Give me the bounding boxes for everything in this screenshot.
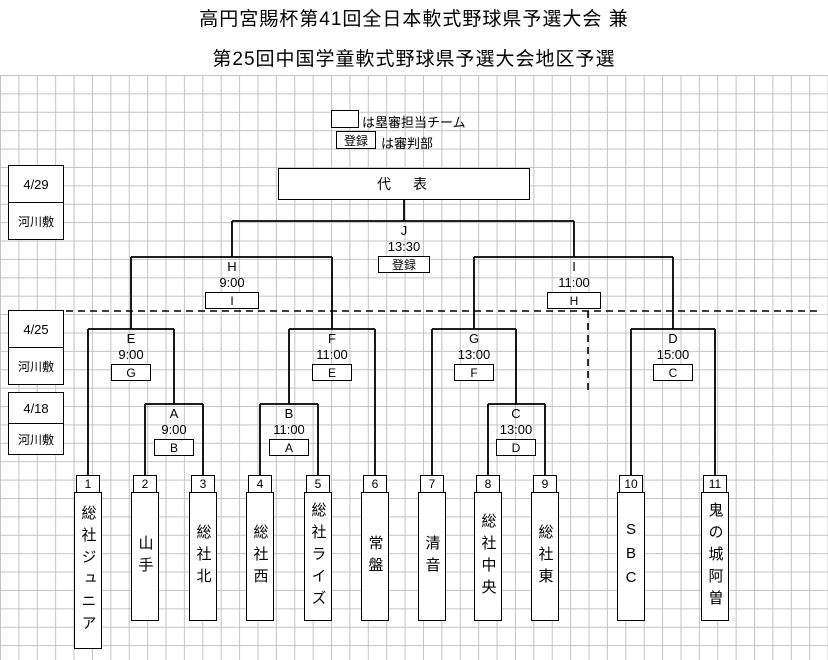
match-d-time: 15:00 xyxy=(656,347,690,362)
match-c-umpire-box: D xyxy=(496,439,536,456)
team-1-name: 総社ジュニア xyxy=(79,504,97,637)
match-d-label: D xyxy=(668,331,678,346)
team-7-seed: 7 xyxy=(420,475,444,493)
team-4: 4 総社西 xyxy=(246,475,274,621)
legend-registration-box: 登録 xyxy=(336,131,376,149)
match-d-umpire-box: C xyxy=(653,364,693,381)
team-4-name-box: 総社西 xyxy=(246,492,274,621)
round-3-venue: 河川敷 xyxy=(9,423,63,454)
match-g-label: G xyxy=(468,331,480,346)
round-3-date: 4/18 xyxy=(23,400,49,416)
round-1-date: 4/29 xyxy=(23,176,49,192)
match-a-umpire-box: B xyxy=(154,439,194,456)
match-f-time: 11:00 xyxy=(316,347,348,362)
team-2-seed: 2 xyxy=(133,475,157,493)
round-2-datebox: 4/25 河川敷 xyxy=(8,310,64,385)
team-2: 2 山手 xyxy=(131,475,159,621)
legend-base-umpire-box xyxy=(331,110,359,128)
team-2-name: 山手 xyxy=(136,534,154,579)
round-2-date: 4/25 xyxy=(23,321,49,337)
team-3-seed: 3 xyxy=(191,475,215,493)
champion-box: 代 表 xyxy=(278,168,530,200)
team-7: 7 清音 xyxy=(418,475,446,621)
team-6: 6 常盤 xyxy=(361,475,389,621)
round-2-venue: 河川敷 xyxy=(9,347,63,384)
match-h-umpire-box: I xyxy=(205,292,259,309)
match-a-time: 9:00 xyxy=(161,422,187,437)
title-line-1: 高円宮賜杯第41回全日本軟式野球県予選大会 兼 xyxy=(199,9,629,30)
legend-registration-text: は審判部 xyxy=(381,136,434,151)
team-9: 9 総社東 xyxy=(531,475,559,621)
match-i-time: 11:00 xyxy=(558,275,590,290)
team-1: 1 総社ジュニア xyxy=(74,475,102,649)
team-8-seed: 8 xyxy=(476,475,500,493)
match-b-label: B xyxy=(284,406,294,421)
match-c-time: 13:00 xyxy=(499,422,533,437)
match-b-time: 11:00 xyxy=(273,422,305,437)
match-f-umpire-box: E xyxy=(312,364,352,381)
team-5: 5 総社ライズ xyxy=(304,475,332,621)
match-e-label: E xyxy=(126,331,136,346)
match-j-umpire-box: 登録 xyxy=(378,256,430,273)
team-10-seed: 10 xyxy=(619,475,643,493)
team-1-name-box: 総社ジュニア xyxy=(74,492,102,649)
team-6-seed: 6 xyxy=(363,475,387,493)
team-3: 3 総社北 xyxy=(189,475,217,621)
team-10-name: SBC xyxy=(622,520,640,593)
match-e-umpire-box: G xyxy=(111,364,151,381)
title-line-2: 第25回中国学童軟式野球県予選大会地区予選 xyxy=(212,49,616,70)
team-4-name: 総社西 xyxy=(251,523,269,590)
match-a-label: A xyxy=(169,406,179,421)
team-6-name-box: 常盤 xyxy=(361,492,389,621)
round-3-datebox: 4/18 河川敷 xyxy=(8,392,64,455)
match-g-time: 13:00 xyxy=(457,347,491,362)
match-i-label: I xyxy=(572,259,576,274)
team-3-name: 総社北 xyxy=(194,523,212,590)
match-j-label: J xyxy=(400,223,408,238)
team-5-seed: 5 xyxy=(306,475,330,493)
team-1-seed: 1 xyxy=(76,475,100,493)
team-11-name-box: 鬼の城阿曽 xyxy=(701,492,729,621)
team-9-seed: 9 xyxy=(533,475,557,493)
team-11: 11 鬼の城阿曽 xyxy=(701,475,729,621)
match-g-umpire-box: F xyxy=(454,364,494,381)
team-8-name-box: 総社中央 xyxy=(474,492,502,621)
team-8: 8 総社中央 xyxy=(474,475,502,621)
match-h-time: 9:00 xyxy=(219,275,245,290)
team-6-name: 常盤 xyxy=(366,534,384,579)
team-3-name-box: 総社北 xyxy=(189,492,217,621)
team-8-name: 総社中央 xyxy=(479,512,497,601)
legend-base-umpire-text: は塁審担当チーム xyxy=(362,115,466,130)
team-2-name-box: 山手 xyxy=(131,492,159,621)
team-10-name-box: SBC xyxy=(617,492,645,621)
match-c-label: C xyxy=(511,406,521,421)
team-5-name: 総社ライズ xyxy=(309,501,327,612)
team-7-name-box: 清音 xyxy=(418,492,446,621)
team-11-seed: 11 xyxy=(703,475,727,493)
round-divider-dashed-line xyxy=(66,310,822,392)
match-b-umpire-box: A xyxy=(269,439,309,456)
team-10: 10 SBC xyxy=(617,475,645,621)
match-f-label: F xyxy=(328,331,336,346)
round-1-datebox: 4/29 河川敷 xyxy=(8,165,64,240)
match-e-time: 9:00 xyxy=(118,347,144,362)
team-7-name: 清音 xyxy=(423,534,441,579)
match-i-umpire-box: H xyxy=(547,292,601,309)
match-j-time: 13:30 xyxy=(387,239,421,254)
team-9-name: 総社東 xyxy=(536,523,554,590)
match-h-label: H xyxy=(227,259,237,274)
team-11-name: 鬼の城阿曽 xyxy=(706,501,724,612)
team-5-name-box: 総社ライズ xyxy=(304,492,332,621)
round-1-venue: 河川敷 xyxy=(9,202,63,239)
team-4-seed: 4 xyxy=(248,475,272,493)
team-9-name-box: 総社東 xyxy=(531,492,559,621)
